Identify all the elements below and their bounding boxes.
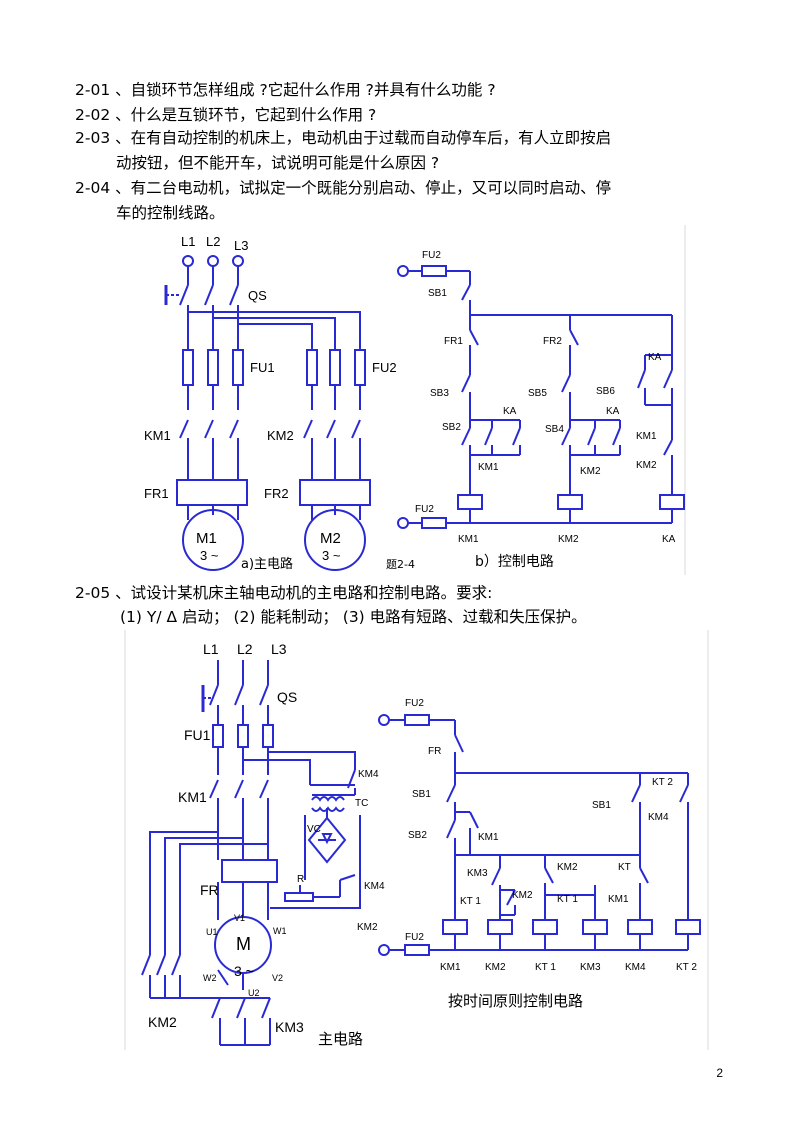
question-2-05-line1: 2-05 、试设计某机床主轴电动机的主电路和控制电路。要求: bbox=[75, 584, 493, 602]
ctrl-label-SB2: SB2 bbox=[442, 422, 461, 433]
ctrl-label-SB3: SB3 bbox=[430, 388, 449, 399]
label-FR2: FR2 bbox=[264, 486, 289, 501]
page-number: 2 bbox=[716, 1066, 723, 1080]
label-KM1: KM1 bbox=[144, 428, 171, 443]
label-FU2: FU2 bbox=[372, 360, 397, 375]
caption-main-circuit: a)主电路 bbox=[241, 556, 293, 572]
question-2-05-line2: (1) Y/ Δ 启动； (2) 能耗制动； (3) 电路有短路、过载和失压保护… bbox=[120, 608, 587, 626]
question-2-03-line1: 2-03 、在有自动控制的机床上，电动机由于过载而自动停车后，有人立即按启 bbox=[75, 129, 612, 147]
label-FU1: FU1 bbox=[250, 360, 275, 375]
ctrl-label-FU2-top: FU2 bbox=[422, 250, 441, 261]
ctrl-label-KM2-contact: KM2 bbox=[580, 466, 601, 477]
coil-label-KM1: KM1 bbox=[458, 534, 479, 545]
coil-label-KM2: KM2 bbox=[558, 534, 579, 545]
label-FR1: FR1 bbox=[144, 486, 169, 501]
label-L2: L2 bbox=[206, 234, 220, 249]
label-M1-phase: 3 ~ bbox=[200, 548, 219, 563]
label-M2-phase: 3 ~ bbox=[322, 548, 341, 563]
label-M2: M2 bbox=[320, 530, 341, 547]
ctrl-label-SB5: SB5 bbox=[528, 388, 547, 399]
question-2-02: 2-02 、什么是互锁环节，它起到什么作用 ? bbox=[75, 106, 377, 124]
question-2-01: 2-01 、自锁环节怎样组成 ?它起什么作用 ?并具有什么功能 ? bbox=[75, 81, 496, 99]
label-KM2: KM2 bbox=[267, 428, 294, 443]
ctrl-label-KA-1: KA bbox=[503, 406, 517, 417]
ctrl-label-KM2-right: KM2 bbox=[636, 460, 657, 471]
figure-number: 题2-4 bbox=[386, 558, 415, 571]
ctrl-label-FR2: FR2 bbox=[543, 336, 562, 347]
ctrl-label-KM1-contact: KM1 bbox=[478, 462, 499, 473]
question-2-04-line2: 车的控制线路。 bbox=[116, 204, 225, 222]
ctrl-label-KA-2: KA bbox=[606, 406, 620, 417]
label-QS: QS bbox=[248, 288, 267, 303]
question-2-03-line2: 动按钮，但不能开车，试说明可能是什么原因 ? bbox=[116, 154, 440, 172]
ctrl-label-FR1: FR1 bbox=[444, 336, 463, 347]
label-L3: L3 bbox=[234, 238, 248, 253]
ctrl-label-KM1-right: KM1 bbox=[636, 431, 657, 442]
ctrl-label-KA-top: KA bbox=[648, 352, 662, 363]
ctrl-label-SB6: SB6 bbox=[596, 386, 615, 397]
coil-label-KA: KA bbox=[662, 534, 676, 545]
ctrl-label-FU2-bottom: FU2 bbox=[415, 504, 434, 515]
label-L1: L1 bbox=[181, 234, 195, 249]
ctrl-label-SB1: SB1 bbox=[428, 288, 447, 299]
caption-control-circuit: b）控制电路 bbox=[475, 554, 554, 570]
ctrl-label-SB4: SB4 bbox=[545, 424, 564, 435]
question-2-04-line1: 2-04 、有二台电动机，试拟定一个既能分别启动、停止，又可以同时启动、停 bbox=[75, 179, 612, 197]
label-M1: M1 bbox=[196, 530, 217, 547]
